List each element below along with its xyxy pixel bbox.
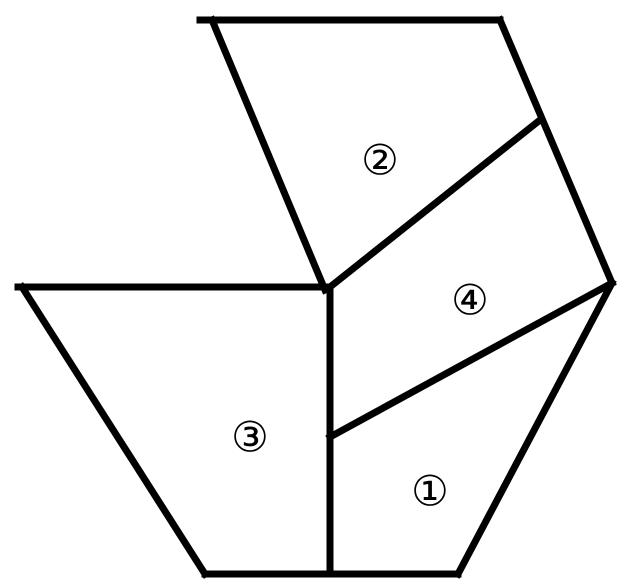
edge-piece1-right <box>453 278 617 579</box>
edge-divider-4-1 <box>325 278 617 442</box>
edge-right-upper <box>495 15 617 288</box>
region-label-4: ④ <box>451 276 489 325</box>
region-label-3: ③ <box>231 413 269 462</box>
edge-piece3-left <box>17 282 210 579</box>
region-label-2: ② <box>361 136 399 185</box>
edge-divider-2-4 <box>325 115 545 292</box>
region-label-1: ① <box>411 467 449 516</box>
edge-piece2-left <box>207 15 330 295</box>
